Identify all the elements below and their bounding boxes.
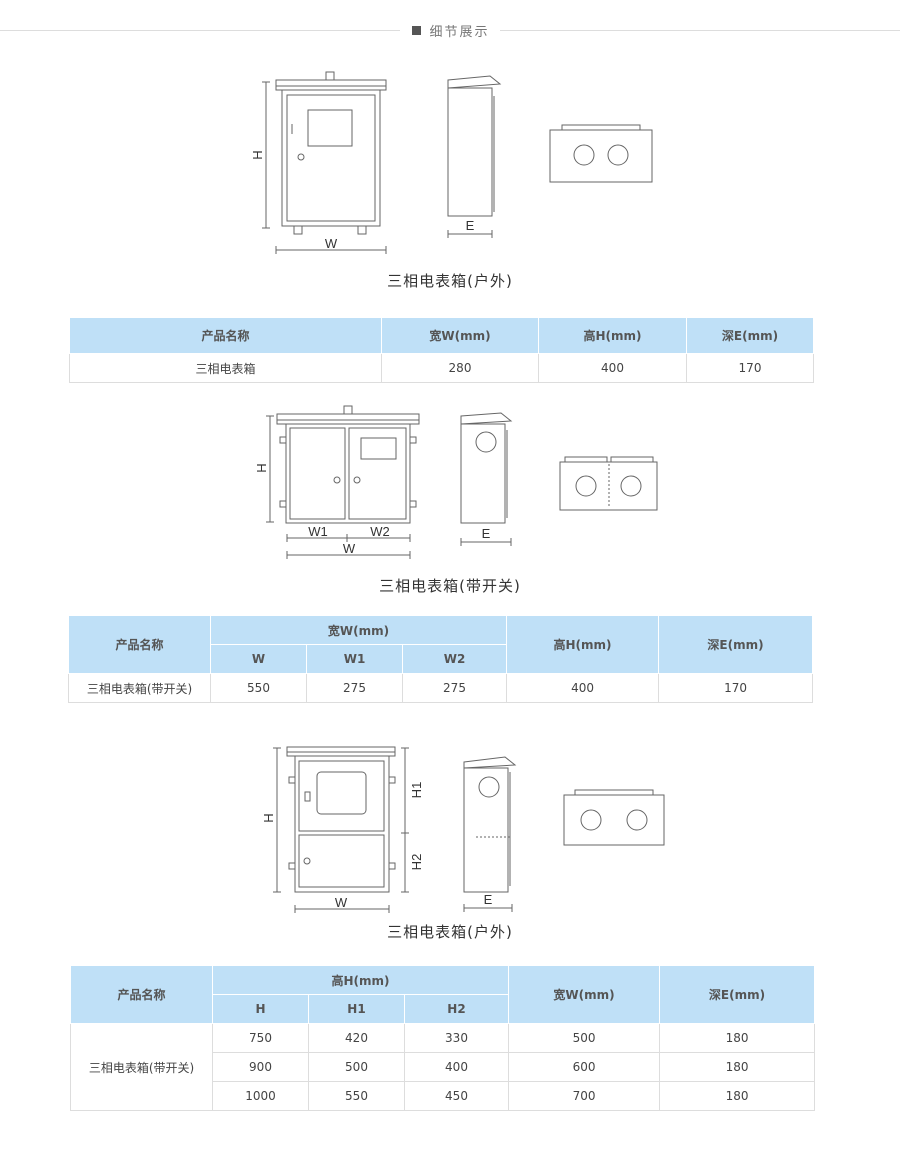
cell-w2: 275 xyxy=(401,673,508,703)
caption-1: 三相电表箱(户外) xyxy=(387,272,513,290)
caption-2: 三相电表箱(带开关) xyxy=(379,577,521,595)
cell-product-name: 三相电表箱 xyxy=(69,353,382,383)
header-divider-right xyxy=(500,30,900,31)
table-row: 三相电表箱(带开关) 750 420 330 500 180 xyxy=(70,1023,816,1111)
cell-width: 600 xyxy=(508,1052,661,1082)
table-header-row: 产品名称 宽W(mm) 高H(mm) 深E(mm) xyxy=(68,615,814,674)
cell-h: 1000 xyxy=(212,1081,309,1111)
dim-label-w1: W1 xyxy=(308,524,328,539)
dim-label-e: E xyxy=(484,892,493,907)
cell-depth: 170 xyxy=(658,673,814,703)
th-h2: H2 xyxy=(403,994,510,1024)
dim-label-h: H xyxy=(254,463,269,472)
cell-h1: 420 xyxy=(308,1023,405,1053)
cell-depth: 180 xyxy=(659,1052,816,1082)
dim-label-w: W xyxy=(325,236,338,251)
table-row: 三相电表箱(带开关) 550 275 275 400 170 xyxy=(68,673,814,703)
th-h: H xyxy=(212,994,309,1024)
cell-height: 400 xyxy=(506,673,660,703)
diagram-tall-box: H H1 H2 W E xyxy=(255,740,675,915)
front-view-drawing xyxy=(266,405,420,559)
cell-h2: 400 xyxy=(403,1052,510,1082)
th-depth: 深E(mm) xyxy=(686,317,814,354)
cell-width: 700 xyxy=(508,1081,661,1111)
header-divider-left xyxy=(0,30,400,31)
table-header-row: 产品名称 高H(mm) 宽W(mm) 深E(mm) xyxy=(70,965,816,1024)
cell-product-name: 三相电表箱(带开关) xyxy=(68,673,211,703)
dim-label-h1: H1 xyxy=(409,782,424,799)
header-title: 细节展示 xyxy=(405,20,497,40)
cell-h: 750 xyxy=(212,1023,309,1053)
dim-label-h: H xyxy=(261,813,276,822)
cell-depth: 180 xyxy=(659,1081,816,1111)
top-view-drawing xyxy=(563,789,665,846)
side-view-drawing xyxy=(460,412,513,546)
th-width-group: 宽W(mm) xyxy=(209,615,508,645)
dim-label-w: W xyxy=(343,541,356,556)
th-w1: W1 xyxy=(306,644,403,674)
table-subheader-row: W W1 W2 xyxy=(69,644,813,674)
diagram-switch-box: H W1 W2 W E xyxy=(245,400,675,565)
front-view-drawing xyxy=(262,71,387,254)
dim-label-w2: W2 xyxy=(370,524,390,539)
side-view-drawing xyxy=(447,75,502,238)
spec-table-2: 产品名称 宽W(mm) 高H(mm) 深E(mm) W W1 W2 三相电表箱(… xyxy=(68,615,814,703)
th-product-name: 产品名称 xyxy=(69,317,382,354)
square-icon xyxy=(412,25,422,35)
top-view-drawing xyxy=(549,124,653,183)
cell-depth: 170 xyxy=(686,353,814,383)
front-view-drawing xyxy=(273,746,409,913)
cell-product-name: 三相电表箱(带开关) xyxy=(70,1023,213,1111)
cell-w: 550 xyxy=(210,673,307,703)
th-depth: 深E(mm) xyxy=(659,965,816,1024)
th-width: 宽W(mm) xyxy=(508,965,661,1024)
th-product-name: 产品名称 xyxy=(70,965,213,1024)
th-w2: W2 xyxy=(401,644,508,674)
cell-width: 500 xyxy=(508,1023,661,1053)
cell-h2: 450 xyxy=(403,1081,510,1111)
th-width: 宽W(mm) xyxy=(381,317,539,354)
th-height: 高H(mm) xyxy=(538,317,687,354)
th-h1: H1 xyxy=(308,994,405,1024)
table-header-row: 产品名称 宽W(mm) 高H(mm) 深E(mm) xyxy=(69,317,814,354)
caption-3: 三相电表箱(户外) xyxy=(387,923,513,941)
dim-label-e: E xyxy=(482,526,491,541)
th-height-group: 高H(mm) xyxy=(211,965,510,995)
cell-h1: 550 xyxy=(308,1081,405,1111)
cell-depth: 180 xyxy=(659,1023,816,1053)
table-row: 1000 550 450 700 180 xyxy=(71,1081,816,1111)
table-row: 三相电表箱 280 400 170 xyxy=(69,353,814,383)
cell-h: 900 xyxy=(212,1052,309,1082)
section-header: 细节展示 xyxy=(0,0,900,60)
th-w: W xyxy=(210,644,307,674)
table-row: 900 500 400 600 180 xyxy=(71,1052,816,1082)
dim-label-e: E xyxy=(466,218,475,233)
cell-h1: 500 xyxy=(308,1052,405,1082)
side-view-drawing xyxy=(463,756,517,912)
th-depth: 深E(mm) xyxy=(658,615,814,674)
cell-height: 400 xyxy=(538,353,687,383)
header-title-text: 细节展示 xyxy=(429,24,490,40)
cell-w1: 275 xyxy=(306,673,403,703)
spec-table-3: 产品名称 高H(mm) 宽W(mm) 深E(mm) H H1 H2 三相电表箱(… xyxy=(70,965,816,1111)
diagram-outdoor-box: H W E xyxy=(245,65,675,260)
cell-h2: 330 xyxy=(403,1023,510,1053)
top-view-drawing xyxy=(559,456,658,511)
dim-label-h: H xyxy=(250,150,265,159)
table-subheader-row: H H1 H2 xyxy=(71,994,815,1024)
cell-width: 280 xyxy=(381,353,539,383)
dim-label-h2: H2 xyxy=(409,854,424,871)
dim-label-w: W xyxy=(335,895,348,910)
th-product-name: 产品名称 xyxy=(68,615,211,674)
th-height: 高H(mm) xyxy=(506,615,660,674)
spec-table-1: 产品名称 宽W(mm) 高H(mm) 深E(mm) 三相电表箱 280 400 … xyxy=(69,317,814,383)
